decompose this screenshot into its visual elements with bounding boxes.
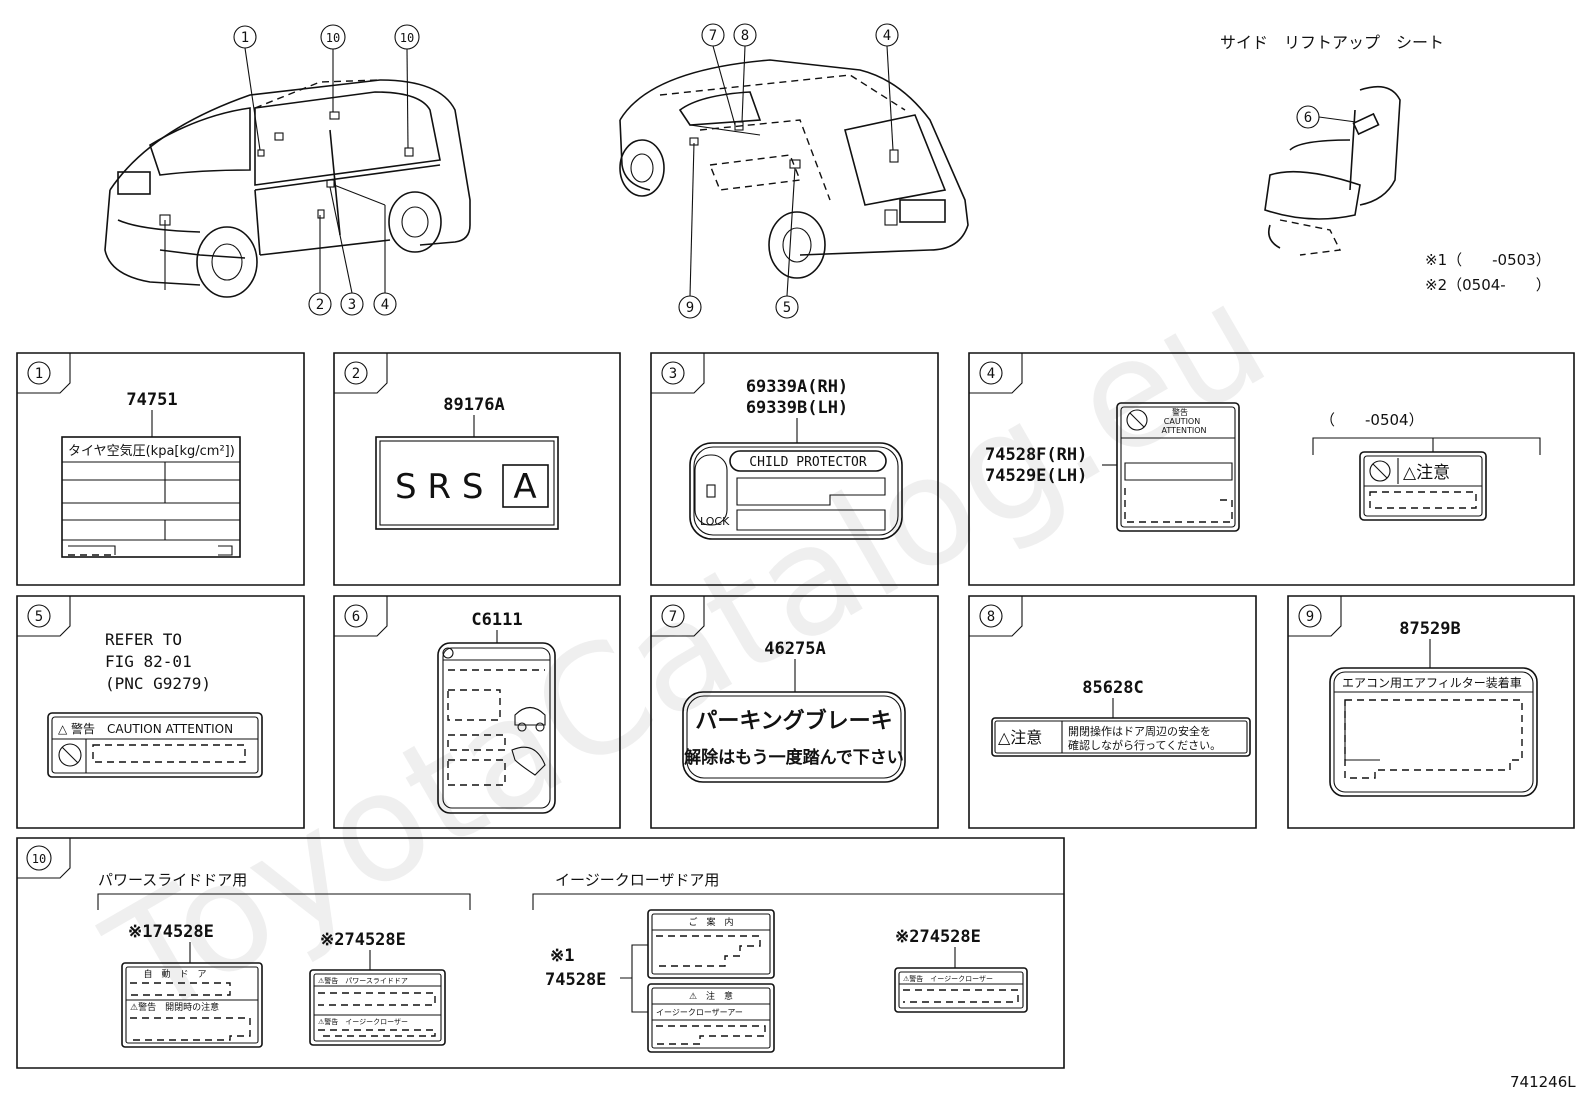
svg-text:10: 10	[32, 852, 46, 866]
svg-text:イージークローザーアー: イージークローザーアー	[656, 1008, 743, 1017]
panel-3: 3 69339A(RH) 69339B(LH) CHILD PROTECTOR …	[650, 352, 939, 586]
srs-a: A	[513, 467, 536, 507]
note-1: ※1（ -0503）	[1425, 251, 1551, 269]
svg-text:（ -0504）: （ -0504）	[1320, 411, 1424, 429]
svg-text:△ 警告 CAUTION ATTENTION: △ 警告 CAUTION ATTENTION	[58, 721, 233, 736]
svg-text:CAUTION: CAUTION	[1164, 417, 1200, 426]
svg-text:確認しながら行ってください。: 確認しながら行ってください。	[1068, 738, 1221, 752]
van-rear-view	[619, 59, 969, 279]
svg-text:10: 10	[400, 31, 414, 45]
svg-text:74751: 74751	[126, 390, 177, 410]
svg-text:74529E(LH): 74529E(LH)	[985, 466, 1087, 486]
svg-text:8: 8	[741, 28, 749, 44]
svg-text:2: 2	[316, 297, 324, 313]
svg-text:⚠警告 パワースライドドア: ⚠警告 パワースライドドア	[318, 976, 408, 985]
callout-7: 7	[701, 23, 736, 126]
svg-text:10: 10	[326, 31, 340, 45]
svg-text:74528E: 74528E	[545, 970, 606, 990]
svg-text:8: 8	[987, 609, 995, 625]
panel-7: 7 46275A パーキングブレーキ 解除はもう一度踏んで下さい	[650, 595, 939, 829]
svg-text:※274528E: ※274528E	[895, 927, 981, 947]
parking-brake-line2: 解除はもう一度踏んで下さい	[684, 747, 904, 768]
svg-text:3: 3	[669, 366, 677, 382]
group-easy-closer: イージークローザドア用	[555, 871, 719, 889]
panel-1: 1 74751 タイヤ空気圧(kpa[kg/cm²])	[16, 352, 305, 586]
callout-2: 2	[308, 215, 332, 316]
svg-text:4: 4	[987, 366, 995, 382]
middle-callouts: 7 8 4 9 5	[678, 23, 899, 319]
panel-4: 4 74528F(RH) 74529E(LH) 警告 CAUTION ATTEN…	[968, 352, 1575, 586]
svg-text:REFER TO: REFER TO	[105, 630, 182, 649]
svg-text:2: 2	[352, 366, 360, 382]
svg-text:⚠警告 イージークローザー: ⚠警告 イージークローザー	[903, 974, 993, 983]
van-front-view	[104, 79, 471, 298]
svg-text:87529B: 87529B	[1399, 619, 1460, 639]
svg-text:C6111: C6111	[471, 610, 522, 630]
svg-text:警告: 警告	[1172, 407, 1188, 417]
svg-text:6: 6	[352, 609, 360, 625]
svg-text:ATTENTION: ATTENTION	[1161, 426, 1206, 435]
svg-text:ご 案 内: ご 案 内	[688, 916, 733, 928]
svg-text:※174528E: ※174528E	[128, 922, 214, 942]
svg-text:エアコン用エアフィルター装着車: エアコン用エアフィルター装着車	[1342, 675, 1522, 690]
svg-text:※1: ※1	[550, 946, 574, 966]
panel-6: 6 C6111	[333, 595, 621, 829]
svg-text:9: 9	[686, 300, 694, 316]
svg-text:1: 1	[241, 30, 249, 46]
side-title: サイド リフトアップ シート	[1220, 33, 1444, 52]
svg-text:※274528E: ※274528E	[320, 930, 406, 950]
watermark: ToyotaCatalog.eu	[80, 250, 1294, 1051]
figure-id: 741246L	[1510, 1073, 1576, 1091]
svg-text:69339B(LH): 69339B(LH)	[746, 398, 848, 418]
callout-5: 5	[775, 167, 799, 319]
callout-4b: 4	[875, 23, 899, 151]
svg-text:74528F(RH): 74528F(RH)	[985, 445, 1087, 465]
svg-text:△注意: △注意	[998, 728, 1042, 747]
callout-8: 8	[733, 23, 757, 123]
callout-4: 4	[333, 184, 397, 316]
svg-text:タイヤ空気圧(kpa[kg/cm²]): タイヤ空気圧(kpa[kg/cm²])	[68, 443, 235, 459]
panel-5: 5 REFER TO FIG 82-01 (PNC G9279) △ 警告 CA…	[16, 595, 305, 829]
svg-text:5: 5	[783, 300, 791, 316]
svg-text:3: 3	[348, 297, 356, 313]
callout-9: 9	[678, 142, 702, 319]
callout-10b: 10	[394, 24, 420, 149]
svg-text:5: 5	[35, 609, 43, 625]
callout-1: 1	[233, 25, 261, 151]
side-lift-up-seat: サイド リフトアップ シート 6 ※1（ -0503） ※2（0504- ）	[1220, 33, 1551, 294]
svg-text:4: 4	[883, 28, 891, 44]
svg-text:⚠警告 開閉時の注意: ⚠警告 開閉時の注意	[130, 1001, 219, 1013]
svg-text:(PNC G9279): (PNC G9279)	[105, 674, 211, 693]
svg-text:4: 4	[381, 297, 389, 313]
panel-9: 9 87529B エアコン用エアフィルター装着車	[1287, 595, 1575, 829]
svg-text:開閉操作はドア周辺の安全を: 開閉操作はドア周辺の安全を	[1068, 724, 1211, 738]
svg-text:△注意: △注意	[1403, 463, 1450, 483]
srs-text: S R S	[395, 467, 483, 507]
svg-text:89176A: 89176A	[443, 395, 504, 415]
svg-text:85628C: 85628C	[1082, 678, 1143, 698]
svg-text:⚠ 注 意: ⚠ 注 意	[689, 990, 733, 1002]
panel-10: 10 パワースライドドア用 イージークローザドア用 ※174528E 自 動 ド…	[16, 837, 1065, 1069]
left-callouts: 1 10 10 2 3 4	[233, 24, 420, 316]
svg-text:自 動 ド ア: 自 動 ド ア	[143, 968, 206, 980]
svg-text:FIG 82-01: FIG 82-01	[105, 652, 192, 671]
svg-text:LOCK: LOCK	[700, 515, 730, 528]
callout-10a: 10	[320, 24, 346, 112]
panel-8: 8 85628C △注意 開閉操作はドア周辺の安全を 確認しながら行ってください…	[968, 595, 1257, 829]
svg-text:1: 1	[35, 366, 43, 382]
svg-text:6: 6	[1304, 110, 1312, 126]
callout-3: 3	[329, 186, 364, 316]
parking-brake-line1: パーキングブレーキ	[695, 708, 892, 734]
note-2: ※2（0504- ）	[1425, 276, 1551, 294]
svg-text:46275A: 46275A	[764, 639, 825, 659]
svg-text:69339A(RH): 69339A(RH)	[746, 377, 848, 397]
group-power-slide: パワースライドドア用	[98, 871, 247, 889]
svg-text:7: 7	[709, 28, 717, 44]
svg-text:7: 7	[669, 609, 677, 625]
svg-text:⚠警告 イージークローザー: ⚠警告 イージークローザー	[318, 1017, 408, 1026]
svg-text:CHILD PROTECTOR: CHILD PROTECTOR	[749, 455, 867, 470]
panel-2: 2 89176A S R S A	[333, 352, 621, 586]
svg-text:9: 9	[1306, 609, 1314, 625]
